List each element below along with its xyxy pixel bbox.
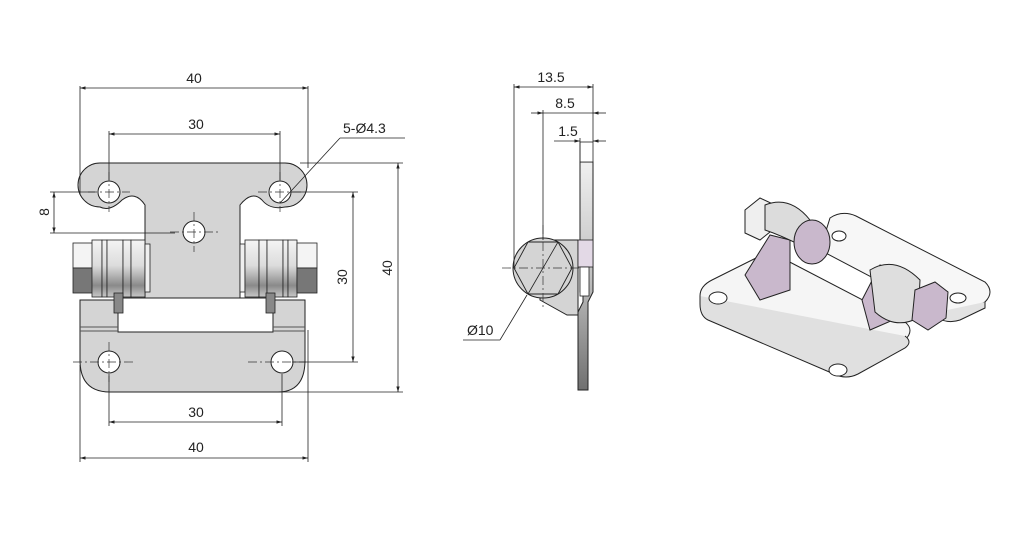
dim-right-hole-spacing: 30 — [334, 269, 350, 285]
dim-knuckle-diameter: Ø10 — [467, 322, 494, 338]
dim-overall-depth: 13.5 — [537, 69, 564, 85]
dim-top-overall-width: 40 — [186, 70, 202, 86]
left-knuckle — [72, 239, 151, 314]
dim-plate-thickness: 1.5 — [558, 123, 578, 139]
right-knuckle — [239, 239, 318, 314]
side-view: 13.5 8.5 1.5 Ø10 — [463, 69, 606, 391]
iso-view — [699, 197, 991, 378]
dim-pin-offset: 8.5 — [555, 95, 575, 111]
hole-callout: 5-Ø4.3 — [343, 120, 386, 136]
leaf-slot — [117, 297, 274, 333]
front-view: 40 30 5-Ø4.3 8 30 40 30 40 — [36, 70, 405, 462]
dim-bottom-hole-spacing: 30 — [188, 404, 204, 420]
dim-bottom-overall-width: 40 — [188, 439, 204, 455]
dim-top-hole-spacing: 30 — [188, 116, 204, 132]
dim-offset-left: 8 — [36, 208, 52, 216]
dim-right-overall-height: 40 — [379, 260, 395, 276]
